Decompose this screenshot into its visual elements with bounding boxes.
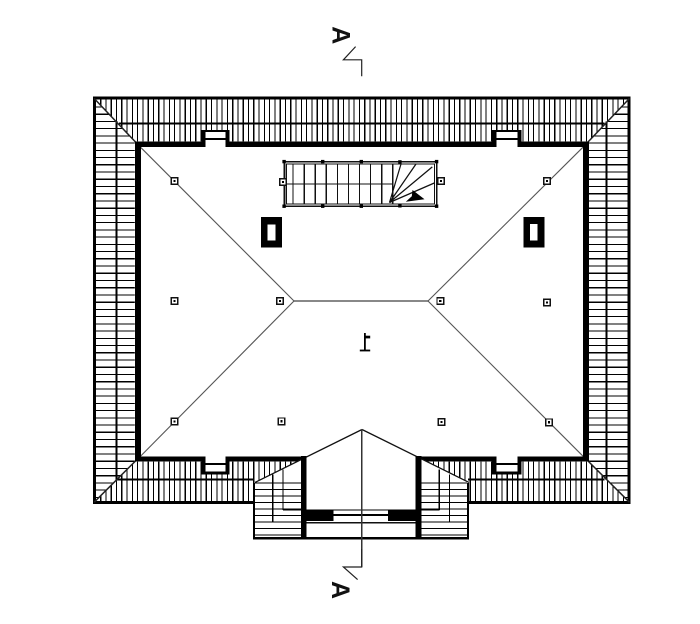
svg-text:A: A [327,26,355,44]
svg-text:A: A [326,581,354,599]
